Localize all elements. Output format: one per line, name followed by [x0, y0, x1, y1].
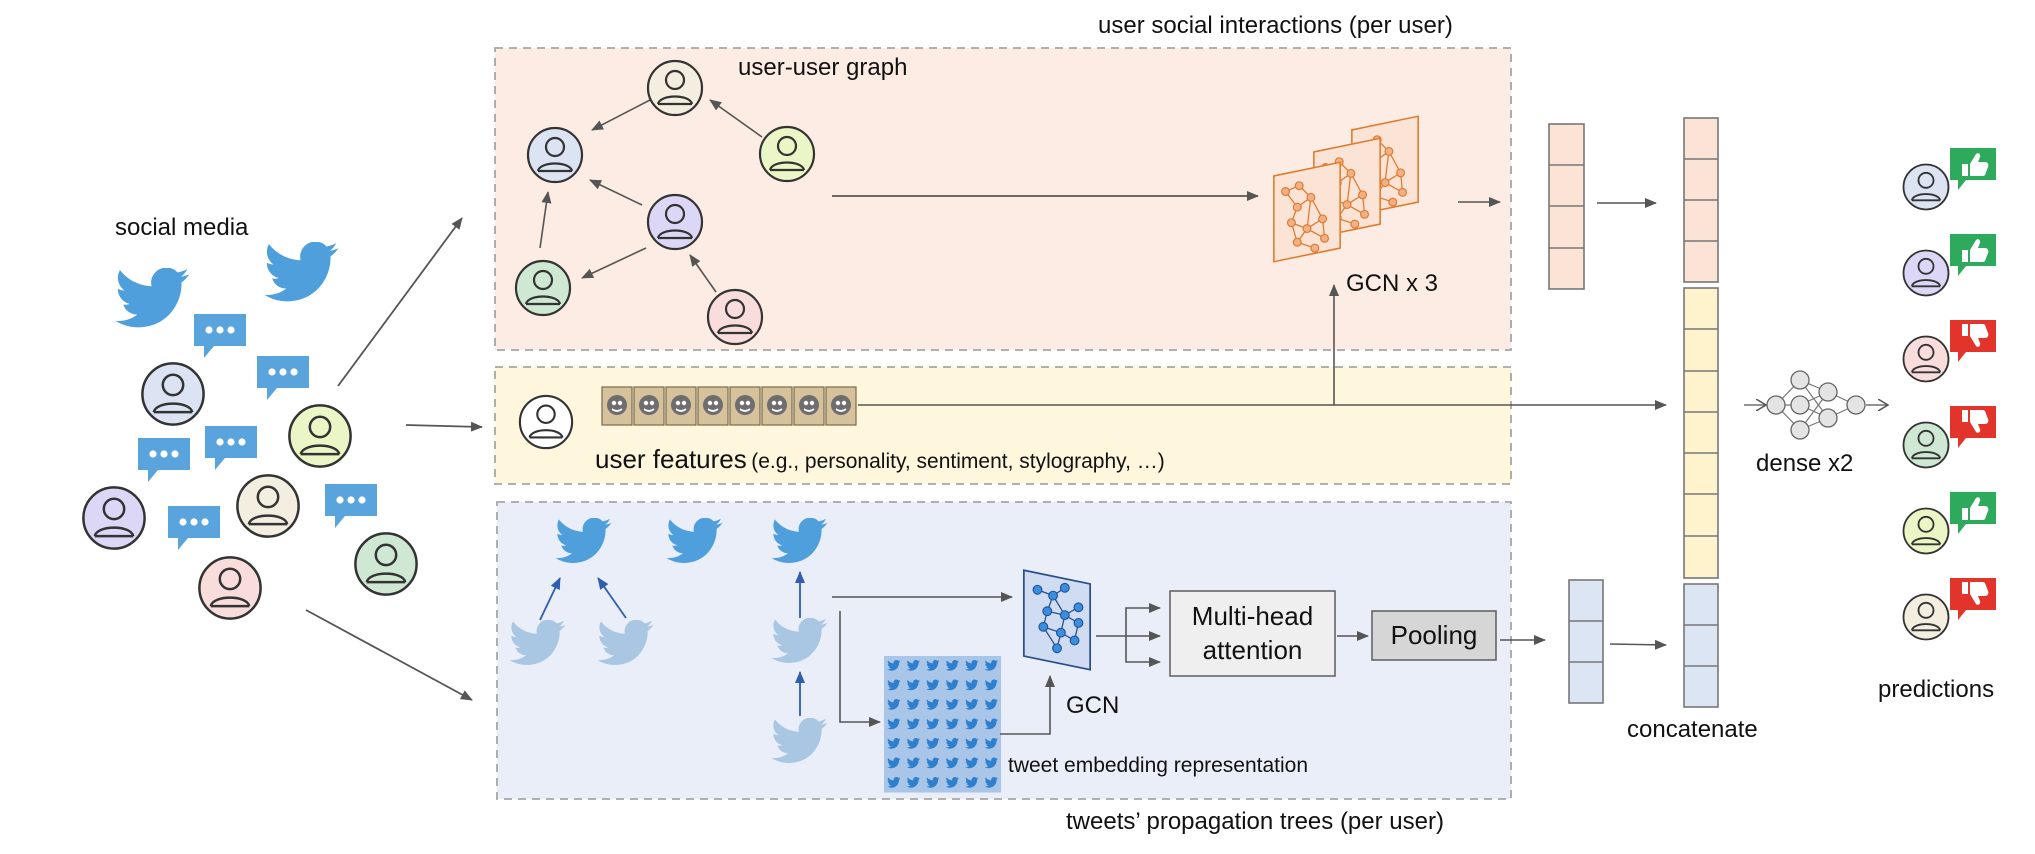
user-features-label-wrap: user features (e.g., personality, sentim…	[595, 444, 1165, 475]
predictions-label: predictions	[1878, 676, 1995, 703]
gcn-to-attention-arrows	[1096, 603, 1161, 667]
arrow-trees-to-embedding	[839, 611, 881, 727]
twitter-bird-icon	[264, 242, 339, 302]
social-media-label: social media	[115, 214, 249, 241]
arrow-to-features	[405, 421, 483, 432]
thumbs-down-icon	[1950, 578, 1996, 620]
pooling-text: Pooling	[1390, 619, 1478, 650]
user-user-graph-label: user-user graph	[738, 54, 908, 81]
multi-head-line1: Multi-head	[1191, 600, 1314, 631]
prediction-avatar-green	[1902, 421, 1950, 469]
dense-x2-label: dense x2	[1756, 450, 1854, 477]
concatenate-label: concatenate	[1627, 716, 1758, 743]
pooling-box	[1371, 610, 1497, 661]
predictions-list	[1902, 148, 1996, 641]
prediction-avatar-cream	[1902, 593, 1950, 641]
arrow-to-propagation	[305, 609, 473, 701]
graph-node-lime	[758, 125, 816, 183]
dense-network-icon	[1744, 370, 1888, 440]
avatar-purple	[82, 486, 146, 550]
multi-head-attention-box	[1169, 590, 1336, 677]
thumbs-down-icon	[1950, 406, 1996, 448]
multi-head-line2: attention	[1202, 634, 1303, 665]
thumbs-up-icon	[1950, 148, 1996, 190]
arrow-propagation-to-concat	[1609, 639, 1667, 650]
gcn-layer-icon	[1273, 161, 1341, 263]
chat-bubble-icon	[325, 484, 377, 528]
user-features-label: user features	[595, 444, 747, 474]
graph-node-pink	[706, 288, 764, 346]
tweet-embedding-label: tweet embedding representation	[1008, 754, 1309, 777]
tweet-embedding-grid	[884, 656, 1001, 793]
avatar-cream	[236, 474, 300, 538]
avatar-pink	[198, 556, 262, 620]
tweets-propagation-label: tweets’ propagation trees (per user)	[1066, 808, 1444, 835]
graph-node-blue	[526, 126, 584, 184]
arrow-embedding-to-gcn	[1000, 675, 1055, 735]
graph-node-cream	[646, 59, 704, 117]
user-social-interactions-label: user social interactions (per user)	[1098, 12, 1453, 39]
gcn-x3-label: GCN x 3	[1346, 270, 1439, 297]
propagation-vector	[1568, 579, 1604, 704]
twitter-bird-icon	[115, 268, 190, 328]
prediction-avatar-purple	[1902, 249, 1950, 297]
graph-node-purple	[646, 193, 704, 251]
avatar-green	[354, 532, 418, 596]
prediction-avatar-blue	[1902, 163, 1950, 211]
social-media-cluster	[82, 242, 418, 620]
features-user-avatar	[518, 394, 574, 450]
prediction-avatar-pink	[1902, 335, 1950, 383]
avatar-lime	[288, 404, 352, 468]
propagation-trees	[509, 518, 828, 763]
chat-bubble-icon	[168, 506, 220, 550]
thumbs-down-icon	[1950, 320, 1996, 362]
chat-bubble-icon	[194, 314, 246, 358]
chat-bubble-icon	[138, 438, 190, 482]
propagation-frame	[496, 501, 1512, 800]
arrow-to-interactions	[337, 217, 463, 387]
gcn-icon	[1022, 569, 1092, 671]
user-user-graph	[514, 59, 816, 346]
prediction-avatar-lime	[1902, 507, 1950, 555]
interactions-vector	[1548, 123, 1585, 290]
chat-bubble-icon	[205, 426, 257, 470]
gcn-label: GCN	[1066, 692, 1120, 719]
avatar-blue	[141, 362, 205, 426]
graph-node-green	[514, 259, 572, 317]
chat-bubble-icon	[257, 356, 309, 400]
user-features-examples: (e.g., personality, sentiment, stylograp…	[751, 450, 1165, 473]
concatenated-vector	[1683, 117, 1719, 708]
thumbs-up-icon	[1950, 492, 1996, 534]
thumbs-up-icon	[1950, 234, 1996, 276]
